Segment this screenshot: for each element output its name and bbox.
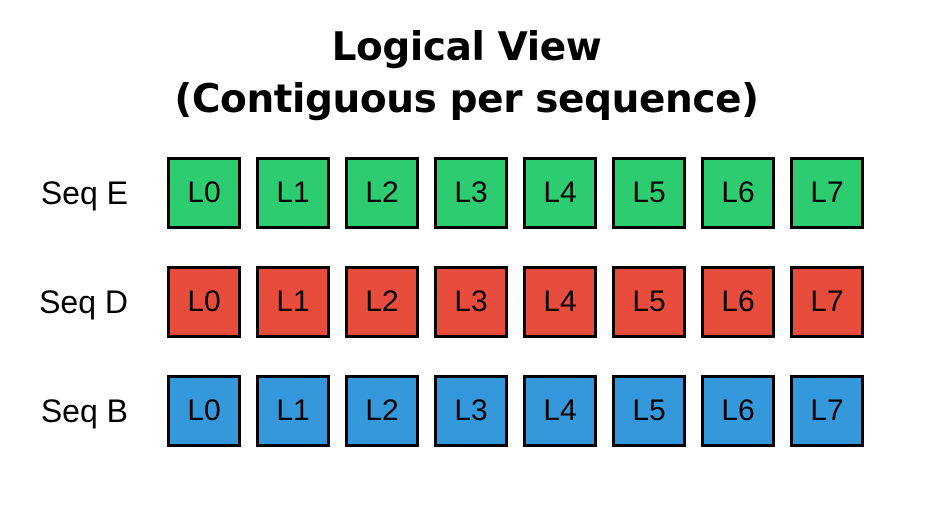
block-cell: L7	[790, 266, 864, 338]
block-cell: L7	[790, 375, 864, 447]
block-cell: L1	[256, 375, 330, 447]
diagram-title: Logical View (Contiguous per sequence)	[0, 22, 933, 126]
block-cell: L0	[167, 375, 241, 447]
block-cell: L5	[612, 375, 686, 447]
block-cell: L5	[612, 157, 686, 229]
block-cell: L0	[167, 266, 241, 338]
block-cell: L1	[256, 266, 330, 338]
block-cell: L6	[701, 266, 775, 338]
row-label-0: Seq E	[40, 174, 128, 211]
row-cells-2: L0 L1 L2 L3 L4 L5 L6 L7	[167, 375, 864, 447]
block-cell: L4	[523, 266, 597, 338]
sequence-row-2: Seq B L0 L1 L2 L3 L4 L5 L6 L7	[0, 375, 933, 447]
block-cell: L3	[434, 157, 508, 229]
row-cells-1: L0 L1 L2 L3 L4 L5 L6 L7	[167, 266, 864, 338]
title-line-secondary: (Contiguous per sequence)	[174, 77, 759, 122]
block-cell: L2	[345, 266, 419, 338]
block-cell: L4	[523, 375, 597, 447]
row-label-2: Seq B	[40, 392, 128, 429]
sequence-row-0: Seq E L0 L1 L2 L3 L4 L5 L6 L7	[0, 157, 933, 229]
block-cell: L2	[345, 157, 419, 229]
row-label-1: Seq D	[39, 283, 128, 320]
title-line-primary: Logical View	[331, 25, 602, 70]
block-cell: L6	[701, 157, 775, 229]
block-cell: L1	[256, 157, 330, 229]
block-cell: L2	[345, 375, 419, 447]
block-cell: L3	[434, 375, 508, 447]
sequence-rows: Seq E L0 L1 L2 L3 L4 L5 L6 L7 Seq D L0 L…	[0, 157, 933, 447]
block-cell: L4	[523, 157, 597, 229]
row-cells-0: L0 L1 L2 L3 L4 L5 L6 L7	[167, 157, 864, 229]
block-cell: L0	[167, 157, 241, 229]
block-cell: L5	[612, 266, 686, 338]
sequence-row-1: Seq D L0 L1 L2 L3 L4 L5 L6 L7	[0, 266, 933, 338]
block-cell: L3	[434, 266, 508, 338]
block-cell: L7	[790, 157, 864, 229]
block-cell: L6	[701, 375, 775, 447]
